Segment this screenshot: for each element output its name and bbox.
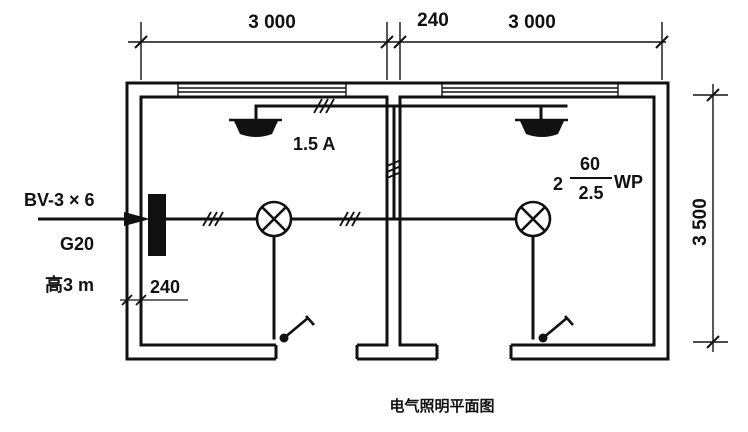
supply-arrow xyxy=(38,212,150,226)
switch-left-dot xyxy=(279,333,289,343)
switch-right-dot xyxy=(538,333,548,343)
right-dimension-line xyxy=(693,84,728,352)
dim-left-width: 3 000 xyxy=(248,12,296,33)
dim-room-height: 3 500 xyxy=(690,198,711,246)
switch-right-icon xyxy=(542,315,574,339)
light-fixture-left-icon xyxy=(255,200,293,238)
top-windows xyxy=(177,83,619,97)
lamp-mount-label: WP xyxy=(614,172,643,192)
mount-height-label: 高3 m xyxy=(45,274,94,295)
conductor-ticks xyxy=(202,98,402,227)
light-fixture-right-icon xyxy=(514,200,552,238)
dim-right-width: 3 000 xyxy=(508,12,556,33)
lamp-height-label: 2.5 xyxy=(578,183,603,203)
lamp-count-label: 2 xyxy=(553,174,563,194)
conduit-label: G20 xyxy=(60,234,94,254)
top-dimension-lines xyxy=(128,22,669,80)
switch-left-icon xyxy=(283,315,315,339)
left-wall-dimension xyxy=(120,293,188,308)
building-walls xyxy=(125,81,670,361)
drawing-caption: 电气照明平面图 xyxy=(389,397,494,415)
supply-cable-label: BV-3 × 6 xyxy=(24,190,95,210)
distribution-panel-icon xyxy=(148,194,166,256)
ceiling-lamp-right-icon xyxy=(515,118,568,137)
wiring xyxy=(163,104,568,340)
current-rating-label: 1.5 A xyxy=(293,134,335,154)
lamp-watts-label: 60 xyxy=(580,154,600,174)
dim-wall-thickness-left: 240 xyxy=(150,277,180,297)
ceiling-lamp-left-icon xyxy=(229,118,282,137)
dim-wall-thickness-top: 240 xyxy=(417,10,449,31)
